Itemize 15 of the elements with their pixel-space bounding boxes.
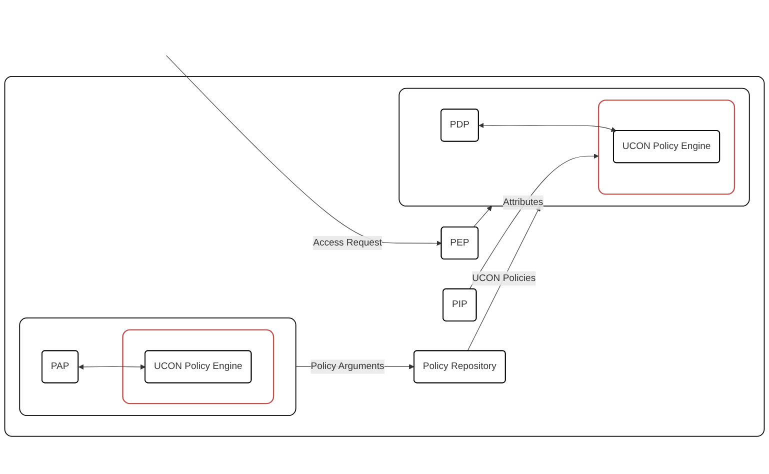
cluster (122, 329, 274, 404)
edge-label: Attributes (502, 197, 544, 208)
arrow (473, 206, 492, 228)
arrow (166, 55, 442, 246)
cluster (598, 100, 736, 195)
edge-label: Policy Arguments (310, 361, 384, 372)
cluster (4, 76, 765, 437)
arrow (467, 206, 540, 351)
edge-label: UCON Policies (472, 272, 536, 284)
arrow (478, 122, 616, 132)
edge-label: Access Request (313, 238, 382, 248)
cluster (398, 88, 750, 207)
arrow (78, 364, 146, 370)
arrow (469, 153, 599, 290)
cluster (19, 317, 296, 416)
